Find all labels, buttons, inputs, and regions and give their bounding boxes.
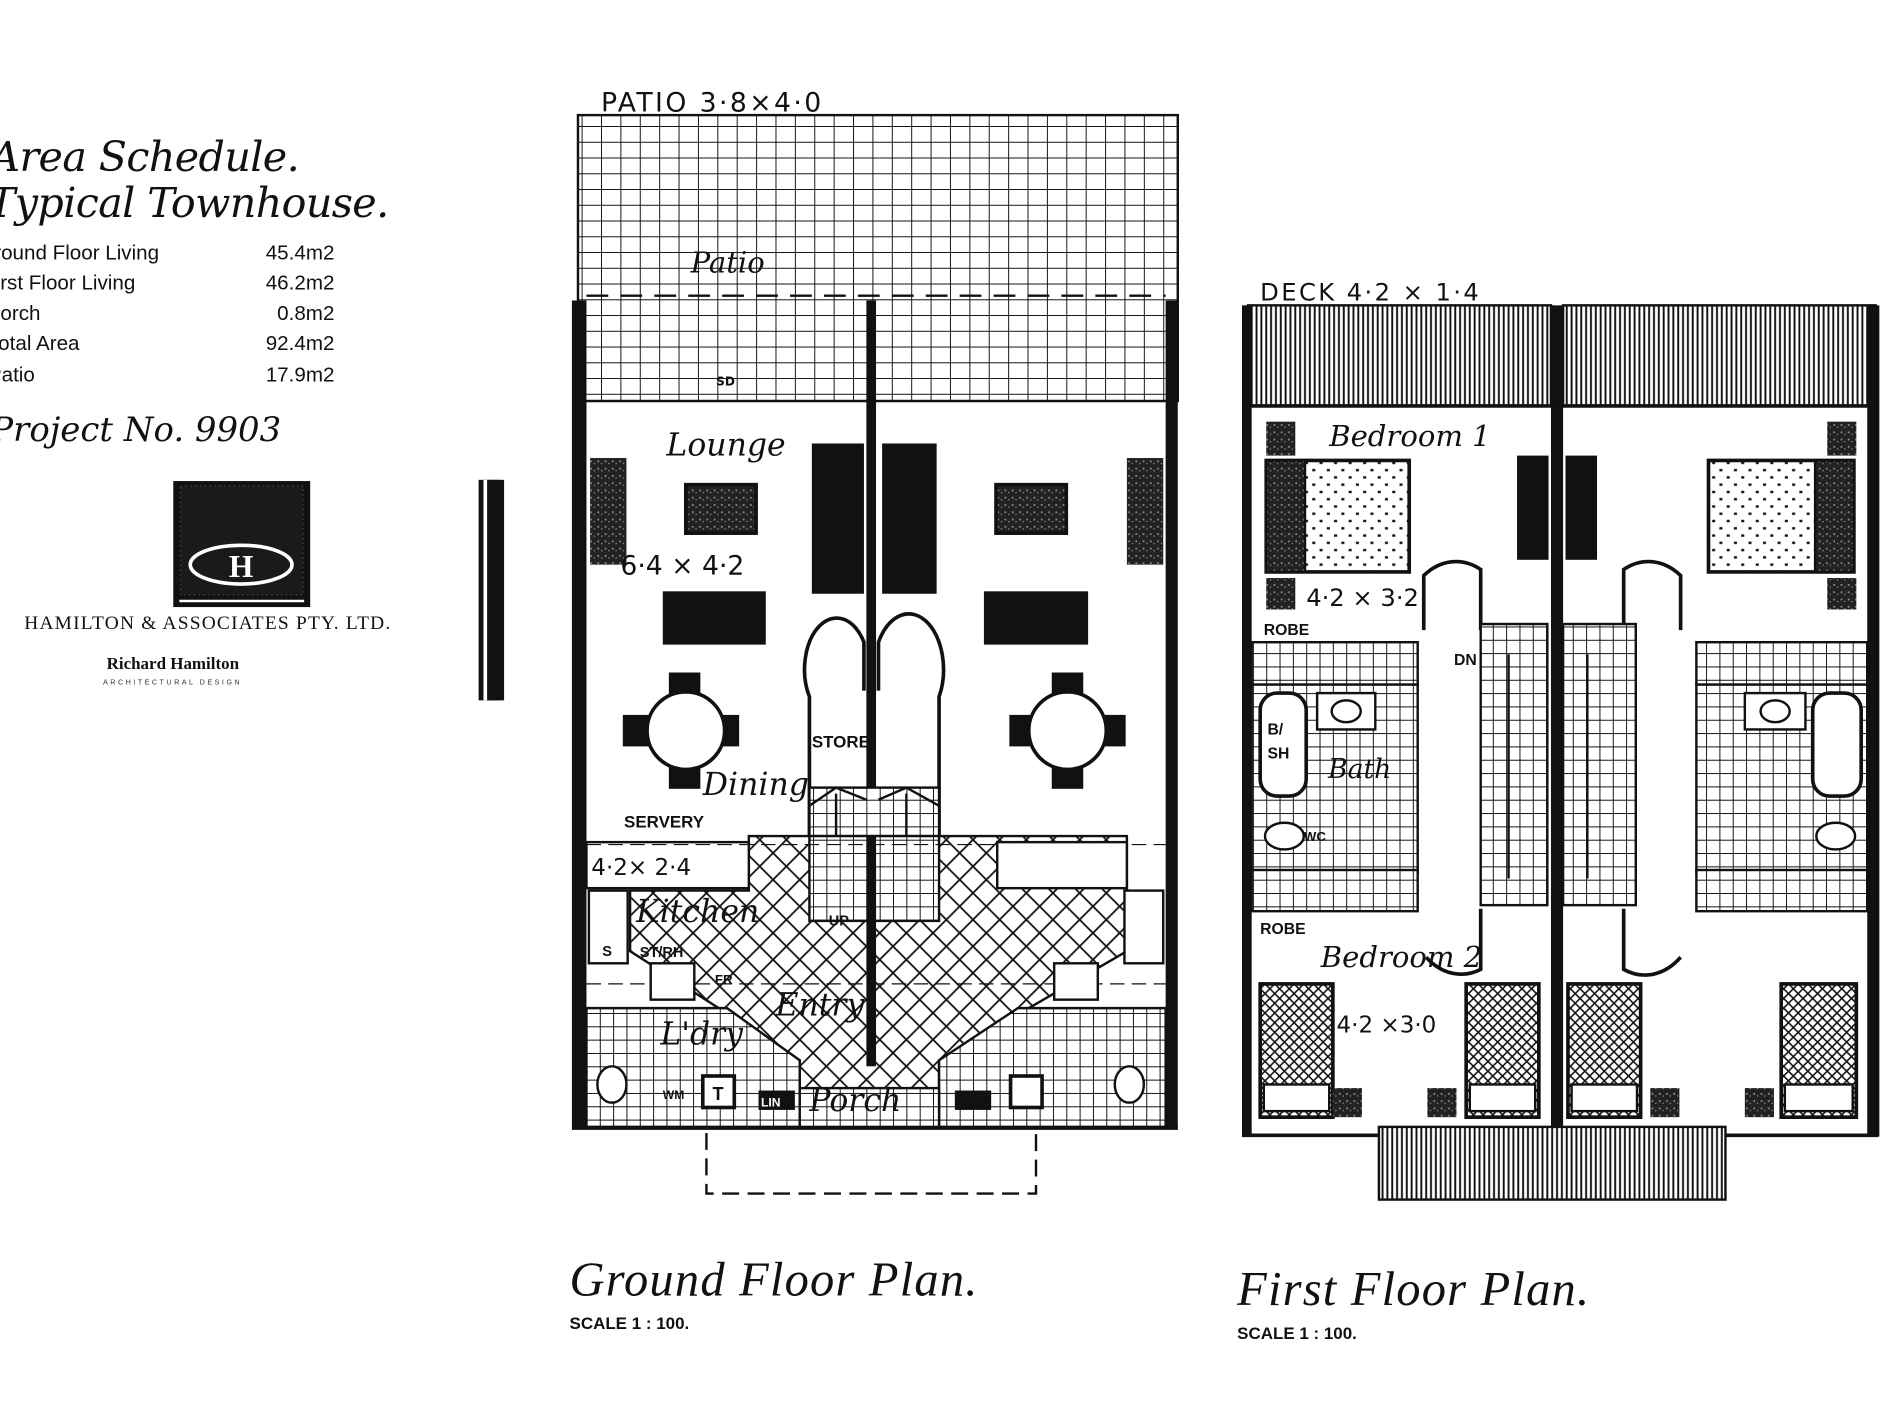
svg-text:STORE: STORE bbox=[812, 733, 870, 752]
single-bed bbox=[1464, 982, 1541, 1120]
schedule-title: Area Schedule. bbox=[0, 133, 300, 182]
bathtub bbox=[1810, 691, 1863, 798]
label-bedroom-2: Bedroom 2 bbox=[1320, 940, 1482, 974]
tv-unit bbox=[811, 443, 864, 594]
sofa bbox=[662, 591, 766, 645]
cooktop bbox=[649, 962, 696, 1001]
schedule-label: Porch bbox=[0, 301, 41, 325]
party-wall bbox=[866, 300, 877, 1067]
svg-text:LIN: LIN bbox=[761, 1095, 781, 1109]
schedule-subtitle: Typical Townhouse. bbox=[0, 179, 389, 228]
single-bed bbox=[1258, 982, 1335, 1120]
dining-table bbox=[622, 672, 740, 789]
first-floor-plan: DECK 4·2 × 1·4 bbox=[1241, 279, 1880, 1201]
company-logo: H bbox=[173, 481, 311, 608]
coffee-table bbox=[994, 482, 1069, 535]
architect-credentials: ARCHITECTURAL DESIGN bbox=[102, 679, 243, 688]
company-name: HAMILTON & ASSOCIATES PTY. LTD. bbox=[24, 613, 392, 634]
title-block-divider bbox=[483, 479, 505, 701]
svg-text:WM: WM bbox=[663, 1088, 685, 1102]
toilet bbox=[1263, 821, 1306, 851]
patio-dimension: PATIO 3·8×4·0 bbox=[601, 87, 824, 118]
svg-text:ROBE: ROBE bbox=[1264, 622, 1310, 639]
label-bath: Bath bbox=[1327, 754, 1391, 785]
label-lounge-dim: 6·4 × 4·2 bbox=[620, 550, 744, 581]
svg-text:4·2× 2·4: 4·2× 2·4 bbox=[591, 855, 691, 881]
label-lounge: Lounge bbox=[665, 428, 785, 464]
svg-text:B/: B/ bbox=[1267, 721, 1283, 738]
deck bbox=[1377, 1125, 1727, 1201]
schedule-value: 45.4m2 bbox=[265, 241, 335, 265]
schedule-value: 17.9m2 bbox=[265, 363, 335, 387]
tv-unit bbox=[882, 443, 937, 594]
ground-floor-title: Ground Floor Plan. bbox=[569, 1251, 979, 1307]
cooktop bbox=[1052, 962, 1100, 1001]
armchair bbox=[1126, 458, 1164, 565]
bathtub bbox=[1258, 691, 1309, 798]
label-patio: Patio bbox=[690, 246, 765, 280]
single-bed bbox=[1566, 982, 1643, 1120]
sofa bbox=[983, 591, 1089, 645]
schedule-label: First Floor Living bbox=[0, 271, 136, 295]
dining-table bbox=[1009, 672, 1126, 789]
schedule-value: 0.8m2 bbox=[277, 301, 335, 325]
deck bbox=[1561, 304, 1877, 408]
svg-text:SD: SD bbox=[716, 374, 735, 388]
deck bbox=[1246, 304, 1553, 408]
first-floor-scale: SCALE 1 : 100. bbox=[1237, 1323, 1357, 1343]
deck-dimension: DECK 4·2 × 1·4 bbox=[1260, 279, 1481, 307]
svg-text:4·2 ×3·0: 4·2 ×3·0 bbox=[1337, 1012, 1437, 1038]
svg-text:UP: UP bbox=[829, 914, 849, 930]
project-number: Project No. 9903 bbox=[0, 409, 282, 450]
label-entry: Entry bbox=[774, 987, 865, 1023]
patio-paving bbox=[576, 113, 1179, 403]
svg-text:ST/RH: ST/RH bbox=[640, 945, 684, 961]
coffee-table bbox=[684, 482, 758, 535]
first-floor-title: First Floor Plan. bbox=[1237, 1261, 1591, 1316]
svg-text:SERVERY: SERVERY bbox=[624, 813, 705, 832]
svg-text:T: T bbox=[712, 1084, 723, 1104]
wall-left bbox=[571, 300, 587, 1130]
schedule-label: Patio bbox=[0, 363, 35, 387]
schedule-value: 46.2m2 bbox=[265, 271, 335, 295]
svg-text:S: S bbox=[602, 944, 612, 960]
label-porch: Porch bbox=[808, 1083, 901, 1119]
schedule-value: 92.4m2 bbox=[265, 332, 335, 356]
svg-text:SH: SH bbox=[1267, 746, 1289, 763]
armchair bbox=[590, 458, 627, 565]
architect-name: Richard Hamilton bbox=[106, 655, 240, 674]
ground-floor-plan: PATIO 3·8×4·0 bbox=[571, 87, 1179, 1195]
label-laundry: L'dry bbox=[659, 1016, 744, 1052]
ground-floor-scale: SCALE 1 : 100. bbox=[569, 1313, 690, 1333]
wall-right bbox=[1165, 300, 1178, 1130]
svg-text:DN: DN bbox=[1454, 652, 1477, 669]
label-dining: Dining bbox=[702, 767, 809, 803]
svg-text:WC: WC bbox=[1304, 829, 1327, 844]
label-bedroom-1: Bedroom 1 bbox=[1328, 419, 1490, 453]
schedule-label: Total Area bbox=[0, 332, 80, 356]
single-bed bbox=[1779, 982, 1859, 1120]
svg-text:FR: FR bbox=[715, 972, 733, 987]
svg-text:4·2 × 3·2: 4·2 × 3·2 bbox=[1306, 584, 1419, 612]
label-kitchen: Kitchen bbox=[635, 894, 759, 930]
schedule-label: Ground Floor Living bbox=[0, 241, 160, 265]
toilet bbox=[1815, 821, 1857, 851]
svg-text:H: H bbox=[229, 549, 254, 584]
svg-text:ROBE: ROBE bbox=[1260, 921, 1306, 938]
